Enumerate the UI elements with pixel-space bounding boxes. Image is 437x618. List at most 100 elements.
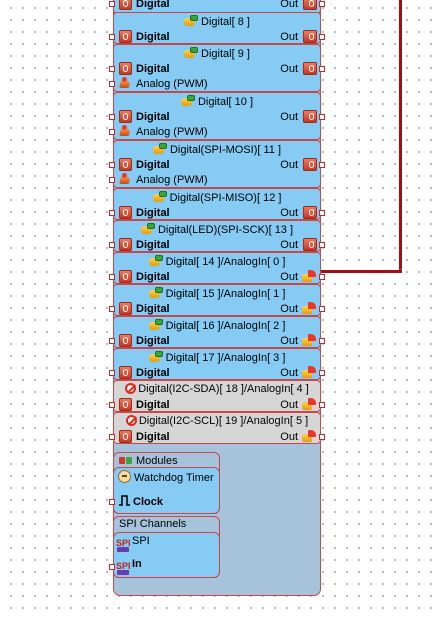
- input-pin[interactable]: [109, 210, 115, 216]
- analog-pwm-icon: [119, 125, 133, 138]
- digital-pin-icon: [152, 190, 168, 203]
- output-label: Out: [280, 335, 298, 347]
- pin-block-title: Digital[ 8 ]: [114, 14, 320, 28]
- pin-row-label: Analog (PWM): [136, 78, 208, 90]
- spi-channel-title: SPISPI: [116, 535, 150, 553]
- output-pin[interactable]: [319, 1, 325, 7]
- output-pin[interactable]: [319, 370, 325, 376]
- digital-output-icon: [303, 62, 317, 75]
- watchdog-icon: [118, 470, 131, 483]
- output-pin[interactable]: [319, 162, 325, 168]
- pin-block-title: Digital[ 10 ]: [114, 94, 320, 108]
- modules-panel[interactable]: Modules Watchdog Timer Clock: [109, 452, 220, 514]
- analog-pin-icon: [148, 318, 164, 331]
- output-label: Out: [280, 271, 298, 283]
- output-pin[interactable]: [319, 66, 325, 72]
- digital-output-icon: [303, 30, 317, 43]
- analog-pin-icon: [148, 254, 164, 267]
- pin-row: Analog (PWM): [109, 77, 320, 91]
- input-pin[interactable]: [109, 402, 115, 408]
- clock-pin-row: Clock: [119, 495, 163, 508]
- clock-pulse-icon: [119, 495, 130, 506]
- digital-input-icon: [119, 430, 132, 443]
- digital-input-icon: [119, 238, 132, 251]
- pin-row: Analog (PWM): [109, 173, 320, 187]
- disabled-pin-icon: [125, 415, 137, 426]
- output-label: Out: [280, 367, 298, 379]
- spi-in-pin[interactable]: [109, 564, 115, 570]
- clock-input-pin[interactable]: [109, 499, 115, 505]
- analog-output-icon: [302, 366, 317, 379]
- input-pin[interactable]: [109, 66, 115, 72]
- digital-pin-icon: [184, 14, 199, 27]
- input-pin[interactable]: [109, 274, 115, 280]
- input-pin[interactable]: [109, 370, 115, 376]
- pin-row: Digital Out: [109, 366, 325, 380]
- spi-icon: SPI: [116, 538, 132, 553]
- pin-block-title: Digital[ 17 ]/AnalogIn[ 3 ]: [114, 350, 320, 364]
- digital-pin-icon: [152, 142, 168, 155]
- pin-block-10[interactable]: Digital[ 17 ]/AnalogIn[ 3 ] Digital Out: [109, 348, 325, 380]
- digital-pin-icon: [184, 46, 199, 59]
- spi-channel-module[interactable]: SPISPI SPIIn: [109, 532, 220, 578]
- pin-block-title: Digital(LED)(SPI-SCK)[ 13 ]: [114, 222, 320, 236]
- spi-channels-panel[interactable]: SPI Channels SPISPI SPIIn: [109, 516, 220, 578]
- digital-input-icon: [119, 366, 132, 379]
- connection-wire-horizontal[interactable]: [321, 270, 402, 273]
- output-pin[interactable]: [319, 274, 325, 280]
- input-pin[interactable]: [109, 81, 115, 87]
- output-label: Out: [280, 0, 298, 10]
- digital-input-icon: [119, 302, 132, 315]
- pin-row-label: Digital: [136, 399, 170, 411]
- output-pin[interactable]: [319, 338, 325, 344]
- connection-wire-vertical[interactable]: [399, 0, 402, 271]
- output-label: Out: [280, 303, 298, 315]
- input-pin[interactable]: [109, 1, 115, 7]
- output-pin[interactable]: [319, 242, 325, 248]
- input-pin[interactable]: [109, 162, 115, 168]
- output-pin[interactable]: [319, 210, 325, 216]
- analog-pin-icon: [148, 286, 164, 299]
- pin-row-label: Analog (PWM): [136, 174, 208, 186]
- output-pin[interactable]: [319, 434, 325, 440]
- output-pin[interactable]: [319, 306, 325, 312]
- output-pin[interactable]: [319, 34, 325, 40]
- watchdog-timer-module[interactable]: Watchdog Timer Clock: [109, 467, 220, 514]
- watchdog-timer-title: Watchdog Timer: [118, 470, 214, 484]
- digital-output-icon: [303, 110, 317, 123]
- input-pin[interactable]: [109, 129, 115, 135]
- pin-block-12[interactable]: Digital(I2C-SCL)[ 19 ]/AnalogIn[ 5 ] Digi…: [109, 412, 325, 444]
- input-pin[interactable]: [109, 177, 115, 183]
- input-pin[interactable]: [109, 434, 115, 440]
- input-pin[interactable]: [109, 114, 115, 120]
- input-pin[interactable]: [109, 338, 115, 344]
- input-pin[interactable]: [109, 34, 115, 40]
- output-label: Out: [280, 399, 298, 411]
- input-pin[interactable]: [109, 242, 115, 248]
- pin-row-label: Analog (PWM): [136, 126, 208, 138]
- input-pin[interactable]: [109, 306, 115, 312]
- pin-row-label: Digital: [136, 367, 170, 379]
- pin-block-title: Digital(I2C-SCL)[ 19 ]/AnalogIn[ 5 ]: [114, 414, 320, 428]
- output-pin[interactable]: [319, 402, 325, 408]
- digital-input-icon: [119, 334, 132, 347]
- pin-block-11[interactable]: Digital(I2C-SDA)[ 18 ]/AnalogIn[ 4 ]Digi…: [109, 380, 325, 412]
- output-pin[interactable]: [319, 114, 325, 120]
